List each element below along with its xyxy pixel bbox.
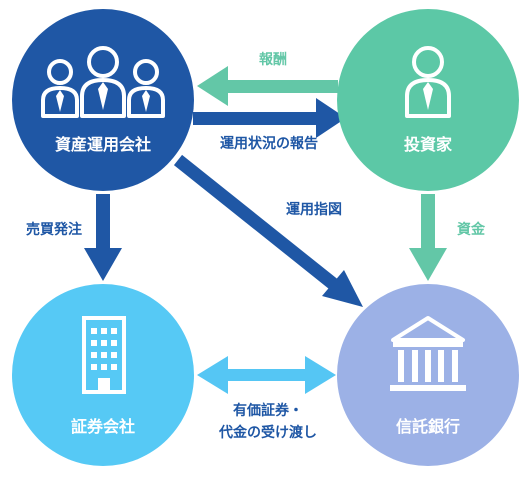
node-investor: 投資家 xyxy=(337,9,519,191)
instruction-arrow xyxy=(173,154,363,307)
node-asset-management: 資産運用会社 xyxy=(12,9,194,191)
reward-label: 報酬 xyxy=(259,51,287,68)
funds-arrow xyxy=(409,194,447,281)
funds-label: 資金 xyxy=(457,221,486,238)
order-arrow xyxy=(84,194,122,281)
settlement-arrow xyxy=(197,356,336,394)
reward-arrow xyxy=(197,66,338,106)
bank-icon xyxy=(390,316,466,391)
settlement-label-line1: 有価証券・ xyxy=(233,402,303,419)
report-label: 運用状況の報告 xyxy=(220,135,318,152)
order-label: 売買発注 xyxy=(26,221,82,238)
building-icon xyxy=(82,316,126,394)
trust-bank-label: 信託銀行 xyxy=(396,417,460,436)
settlement-label-line2: 代金の受け渡し xyxy=(218,424,317,441)
instruction-label: 運用指図 xyxy=(286,201,342,218)
node-securities: 証券会社 xyxy=(12,284,194,466)
people-icon xyxy=(41,46,165,118)
asset-management-label: 資産運用会社 xyxy=(55,135,151,154)
securities-label: 証券会社 xyxy=(71,417,135,436)
person-icon xyxy=(405,46,451,118)
report-arrow xyxy=(193,98,346,138)
investor-label: 投資家 xyxy=(404,135,453,154)
node-trust-bank: 信託銀行 xyxy=(337,284,519,466)
